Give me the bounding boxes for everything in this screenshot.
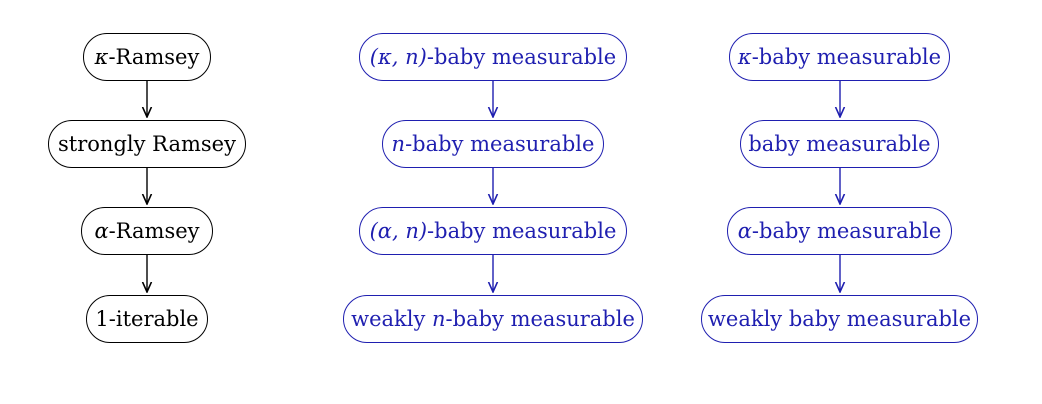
node-label: -baby measurable — [445, 307, 635, 331]
node-prefix: weakly — [351, 307, 426, 331]
node-kappa-ramsey: κ-Ramsey — [83, 33, 211, 81]
node-label: -baby measurable — [427, 219, 617, 243]
node-alpha-baby-measurable: α-baby measurable — [727, 207, 952, 255]
node-label: weakly baby measurable — [707, 307, 972, 331]
node-strongly-ramsey: strongly Ramsey — [48, 120, 246, 168]
node-label: -Ramsey — [108, 45, 200, 69]
node-alpha-ramsey: α-Ramsey — [81, 207, 213, 255]
node-n-baby-measurable: n-baby measurable — [382, 120, 604, 168]
node-label: -baby measurable — [426, 45, 617, 69]
node-math: κ — [94, 45, 109, 69]
node-math: κ — [737, 45, 752, 69]
node-math: n — [391, 132, 406, 156]
node-label: 1-iterable — [95, 307, 199, 331]
node-math: n — [432, 307, 446, 331]
node-math: (κ, n) — [369, 45, 427, 69]
node-label: -baby measurable — [405, 132, 595, 156]
node-label: strongly Ramsey — [58, 132, 236, 156]
node-label: baby measurable — [748, 132, 931, 156]
node-label: -baby measurable — [751, 219, 942, 243]
node-label: -Ramsey — [108, 219, 200, 243]
node-kappa-n-baby-measurable: (κ, n)-baby measurable — [359, 33, 627, 81]
node-1-iterable: 1-iterable — [86, 295, 208, 343]
node-weakly-n-baby-measurable: weakly n-baby measurable — [343, 295, 643, 343]
node-math: α — [737, 219, 752, 243]
node-alpha-n-baby-measurable: (α, n)-baby measurable — [359, 207, 627, 255]
node-baby-measurable: baby measurable — [740, 120, 939, 168]
node-label: -baby measurable — [751, 45, 942, 69]
node-weakly-baby-measurable: weakly baby measurable — [701, 295, 978, 343]
node-kappa-baby-measurable: κ-baby measurable — [729, 33, 950, 81]
node-math: α — [94, 219, 109, 243]
node-math: (α, n) — [369, 219, 428, 243]
